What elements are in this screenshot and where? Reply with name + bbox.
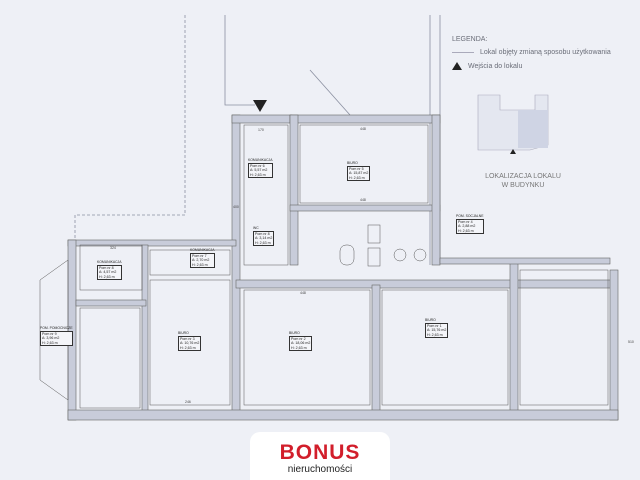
room-area: A: 15,87 m2 (349, 171, 369, 176)
room-number: Pom nr 5 (349, 166, 364, 171)
room-area: A: 10,76 m2 (180, 341, 200, 346)
room-area: A: 4,57 m2 (99, 270, 117, 275)
room-number: Pom nr 8 (99, 265, 114, 270)
location-caption: LOKALIZACJA LOKALU W BUDYNKU (468, 172, 578, 190)
location-line-1: LOKALIZACJA LOKALU (485, 173, 561, 180)
dimension-label: 448 (360, 198, 366, 202)
room-area: A: 18,06 m2 (291, 341, 311, 346)
logo-brand: BONUS (279, 441, 361, 464)
dimension-label: 448 (360, 127, 366, 131)
room-height: H: 2,63 m (349, 175, 365, 180)
dimension-label: 400 (233, 205, 239, 209)
bonus-logo: BONUS nieruchomości (250, 432, 390, 480)
room-name: KOMUNIKACJA (190, 248, 215, 252)
dimension-label: 510 (628, 340, 634, 344)
room-height: H: 2,63 m (291, 345, 307, 350)
dimension-label: 324 (110, 246, 116, 250)
room-area: A: 3,96 m2 (42, 336, 60, 341)
room-number: Pom nr 3 (180, 336, 195, 341)
dimension-label: 246 (185, 400, 191, 404)
room-number: Pom nr 7 (192, 253, 207, 258)
room-number: Pom nr 1 (427, 323, 442, 328)
room-height: H: 2,63 m (180, 345, 196, 350)
entrance-marker-icon (253, 100, 267, 112)
room-height: H: 2,63 m (427, 332, 443, 337)
room-number: Pom nr 4 (458, 219, 473, 224)
legend-entrance-icon (452, 62, 462, 70)
inner-lines (39, 124, 609, 409)
legend-entrance-label: Wejścia do lokalu (468, 62, 523, 70)
room-area: A: 15,76 m2 (427, 328, 447, 333)
location-line-2: W BUDYNKU (501, 182, 545, 189)
dimension-label: 448 (300, 291, 306, 295)
room-name: KOMUNIKACJA (248, 158, 273, 162)
room-name: Pom. pomocnicze (40, 326, 73, 330)
room-area: A: 2,70 m2 (192, 258, 210, 263)
room-name: BIURO (347, 161, 358, 165)
logo-subtitle: nieruchomości (287, 464, 353, 475)
room-area: A: 5,57 m2 (250, 168, 268, 173)
room-number: Pom nr 6 (250, 163, 265, 168)
room-name: BIURO (289, 331, 300, 335)
legend-line-label: Lokal objęty zmianą sposobu użytkowania (480, 49, 611, 56)
room-height: H: 2,63 m (192, 262, 208, 267)
room-height: H: 2,63 m (458, 228, 474, 233)
room-area: A: 2,88 m2 (458, 224, 476, 229)
room-name: BIURO (178, 331, 189, 335)
dimension-label: 170 (258, 128, 264, 132)
room-name: BIURO (425, 318, 436, 322)
room-number: Pom nr 2 (291, 336, 306, 341)
legend: LEGENDA: Lokal objęty zmianą sposobu uży… (452, 36, 611, 70)
room-name: WC (253, 226, 259, 230)
room-height: H: 2,63 m (250, 172, 266, 177)
room-height: H: 2,63 m (42, 340, 58, 345)
location-minimap (477, 94, 549, 154)
walls (67, 114, 619, 421)
room-height: H: 2,63 m (255, 240, 271, 245)
room-name: POM. SOCJALNE (456, 214, 484, 218)
room-name: KOMUNIKACJA (97, 260, 122, 264)
room-area: A: 3,14 m2 (255, 236, 273, 241)
legend-line-icon (452, 52, 474, 53)
room-height: H: 2,63 m (99, 274, 115, 279)
room-label: Pom. pomocniczePom nr 9A: 3,96 m2H: 2,63… (40, 326, 73, 347)
legend-title: LEGENDA: (452, 36, 488, 43)
room-number: Pom nr 8 (255, 231, 270, 236)
room-number: Pom nr 9 (42, 331, 57, 336)
